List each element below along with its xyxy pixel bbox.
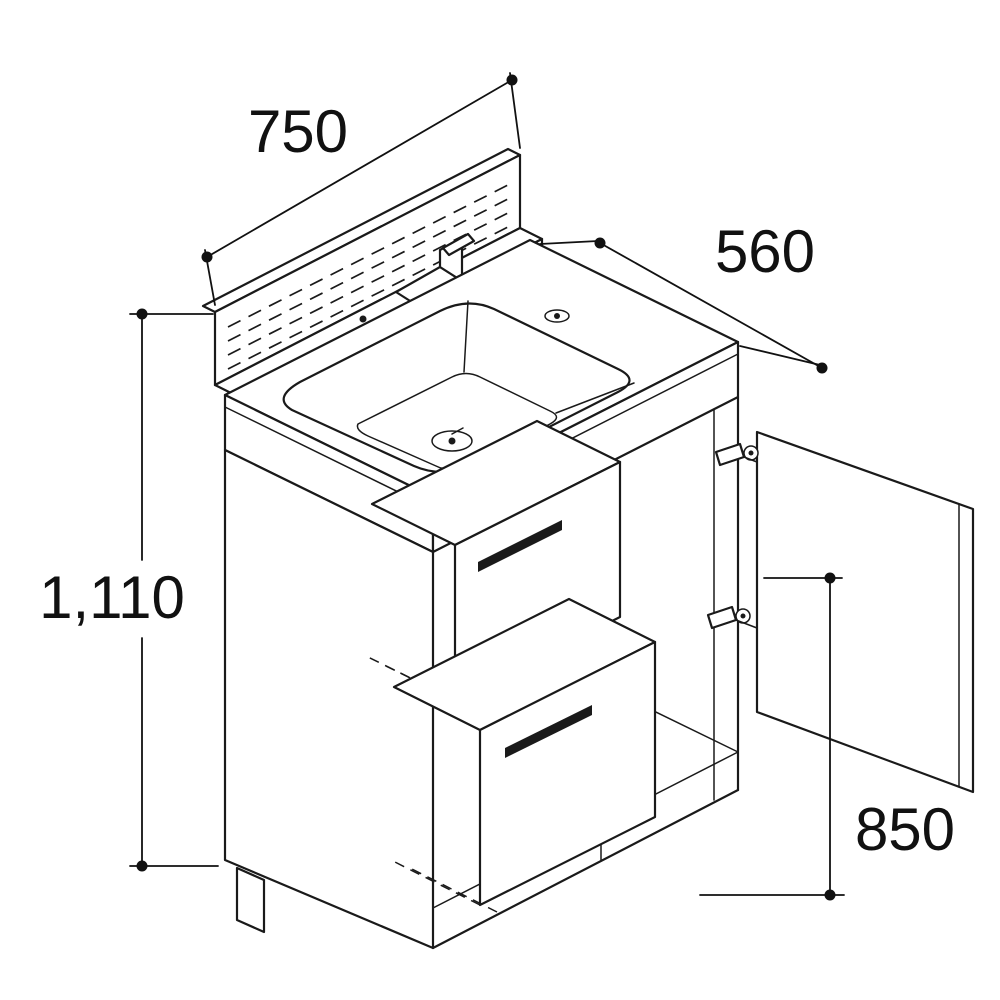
dimension-depth-label: 560 xyxy=(715,218,815,285)
dimension-depth: 560 xyxy=(539,218,828,374)
cabinet-door xyxy=(755,430,975,794)
hinge-plate xyxy=(706,605,738,630)
dimension-end-dot xyxy=(824,889,836,901)
backsplash-groove-line xyxy=(227,198,509,342)
faucet-lever xyxy=(441,232,476,257)
hinge-pin xyxy=(740,613,746,619)
extension-line xyxy=(539,240,599,245)
bowl-corner-line xyxy=(463,300,469,373)
dimension-line xyxy=(206,79,513,258)
sink-bowl-floor xyxy=(356,372,558,471)
hinge-arm xyxy=(743,456,758,463)
dimension-counter-height: 850 xyxy=(699,572,955,901)
bowl-corner-line xyxy=(555,382,635,414)
dimension-end-dot xyxy=(824,572,836,584)
dimension-end-dot xyxy=(594,237,606,249)
dimension-counter-height-label: 850 xyxy=(855,796,955,863)
cabinet-bottom-front-edge xyxy=(431,788,740,950)
faucet-wall-dot xyxy=(359,315,367,323)
extension-line xyxy=(509,72,521,149)
lower-drawer-handle xyxy=(505,705,592,758)
hinge-arm xyxy=(735,619,758,629)
upper-drawer-handle xyxy=(478,520,562,572)
lower-drawer xyxy=(388,597,657,913)
door-panel xyxy=(755,430,975,794)
dimension-end-dot xyxy=(136,860,148,872)
dimension-end-dot xyxy=(201,251,213,263)
lower-drawer-front xyxy=(478,640,657,907)
dimension-overall-height-label: 1,110 xyxy=(39,564,185,631)
cabinet-body xyxy=(223,395,740,950)
drain-lever xyxy=(451,427,464,435)
dimension-end-dot xyxy=(816,362,828,374)
extension-line xyxy=(739,345,821,366)
dimension-overall-height: 1,110 xyxy=(39,308,219,872)
cabinet-foot xyxy=(235,866,266,934)
dimension-width-label: 750 xyxy=(248,98,348,165)
hinge-plate xyxy=(714,442,746,467)
hinge-pin xyxy=(748,450,754,456)
door-hinge-bottom xyxy=(706,605,758,630)
dimension-end-dot xyxy=(136,308,148,320)
dimension-width: 750 xyxy=(201,72,521,306)
backsplash-groove-line xyxy=(227,184,509,328)
drain-plug-dot xyxy=(448,437,456,445)
counter-hole-dot xyxy=(554,313,560,319)
dimension-end-dot xyxy=(506,74,518,86)
door-hinge-top xyxy=(714,442,759,467)
dimension-line xyxy=(599,242,823,369)
